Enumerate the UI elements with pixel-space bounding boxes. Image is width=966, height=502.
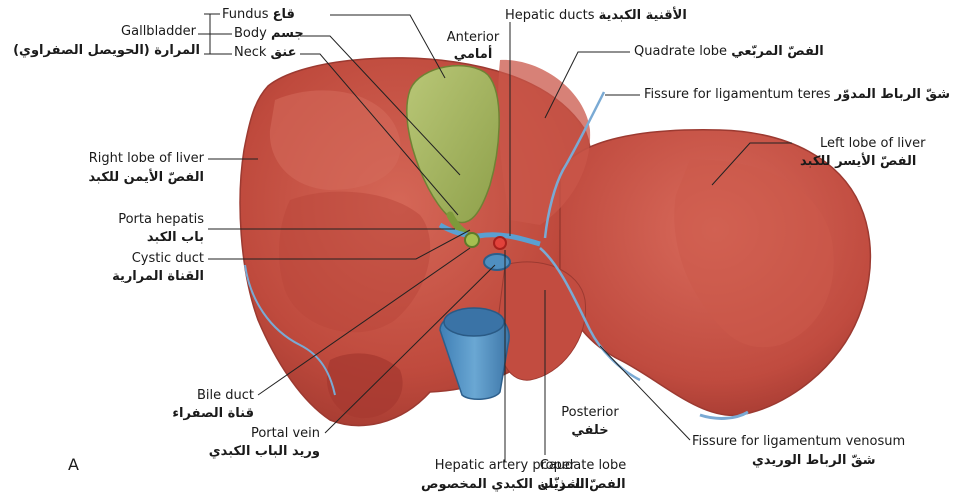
label-posterior-en: Posterior <box>545 405 635 420</box>
label-cystic-en: Cystic duct <box>60 251 204 266</box>
label-gallbladder-ar: المرارة (الحويصل الصفراوي) <box>4 43 200 58</box>
label-body: Body جسم <box>234 26 304 41</box>
label-quadrate-en: Quadrate lobe <box>634 44 727 59</box>
label-left-lobe-ar: الفصّ الأيسر للكبد <box>800 154 916 169</box>
label-teres: Fissure for ligamentum teres شقّ الرباط … <box>644 87 950 102</box>
label-body-ar: جسم <box>271 26 304 41</box>
label-venosum-en: Fissure for ligamentum venosum <box>692 434 905 449</box>
label-bile-duct-en: Bile duct <box>110 388 254 403</box>
label-posterior-ar: خلفي <box>545 423 635 438</box>
label-anterior-ar: أمامي <box>418 47 528 62</box>
label-fundus-en: Fundus <box>222 7 269 22</box>
label-fundus-ar: قاع <box>273 7 295 22</box>
label-caudate-en: Caudate lobe <box>533 458 633 473</box>
label-neck: Neck عنق <box>234 45 296 60</box>
label-right-lobe-en: Right lobe of liver <box>30 151 204 166</box>
label-cystic-ar: القناة المرارية <box>60 269 204 284</box>
label-body-en: Body <box>234 26 267 41</box>
label-venosum-ar: شقّ الرباط الوريدي <box>752 453 876 468</box>
label-neck-ar: عنق <box>271 45 297 60</box>
label-quadrate-ar: الفصّ المربّعي <box>731 44 823 59</box>
label-neck-en: Neck <box>234 45 266 60</box>
label-teres-ar: شقّ الرباط المدوّر <box>835 87 950 102</box>
bile-duct-circle <box>465 233 479 247</box>
label-bile-duct-ar: قناة الصفراء <box>110 406 254 421</box>
label-quadrate: Quadrate lobe الفصّ المربّعي <box>634 44 824 59</box>
label-hepatic-ducts-ar: الأقنية الكبدية <box>599 8 687 23</box>
label-porta-en: Porta hepatis <box>60 212 204 227</box>
label-right-lobe-ar: الفصّ الأيمن للكبد <box>30 170 204 185</box>
portal-vein-ellipse <box>484 254 510 270</box>
label-portal-vein-en: Portal vein <box>176 426 320 441</box>
caudate-lobe-shape <box>497 262 585 380</box>
label-hepatic-ducts: Hepatic ducts الأقنية الكبدية <box>505 8 687 23</box>
label-caudate-ar: الفصّ المذنّب <box>533 477 633 492</box>
label-porta-ar: باب الكبد <box>60 230 204 245</box>
panel-letter: A <box>68 455 79 474</box>
label-left-lobe-en: Left lobe of liver <box>820 136 925 151</box>
label-portal-vein-ar: وريد الباب الكبدي <box>176 444 320 459</box>
label-gallbladder-en: Gallbladder <box>90 24 196 39</box>
label-hepatic-ducts-en: Hepatic ducts <box>505 8 595 23</box>
ivc-opening <box>444 308 504 336</box>
label-teres-en: Fissure for ligamentum teres <box>644 87 831 102</box>
label-anterior-en: Anterior <box>418 30 528 45</box>
label-fundus: Fundus قاع <box>222 7 295 22</box>
artery-circle <box>494 237 506 249</box>
